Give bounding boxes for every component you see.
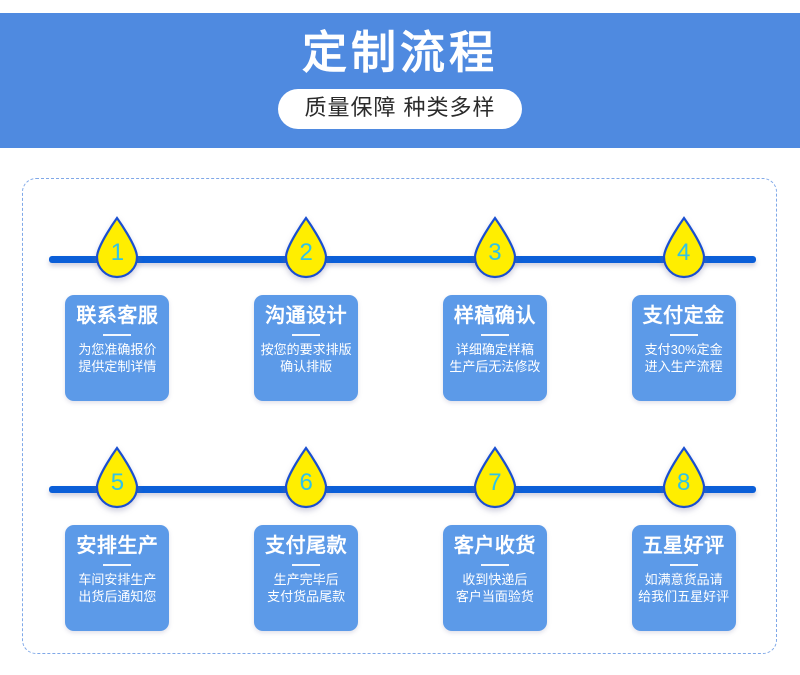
teardrop-marker-icon: 5 xyxy=(94,446,140,510)
step-card-line-1: 如满意货品请 xyxy=(644,572,723,587)
step-card[interactable]: 客户收货 收到快递后 客户当面验货 xyxy=(442,525,547,631)
step-card-line-2: 出货后通知您 xyxy=(78,589,157,604)
step-card-line-2: 进入生产流程 xyxy=(644,359,723,374)
teardrop-marker-icon: 3 xyxy=(472,216,518,280)
step-number: 6 xyxy=(299,469,313,496)
timeline-rail xyxy=(49,256,756,263)
step-number: 4 xyxy=(676,239,691,266)
step-card-line-2: 给我们五星好评 xyxy=(638,589,730,604)
step-card-line-1: 支付30%定金 xyxy=(644,342,723,357)
step-card-divider xyxy=(669,334,698,336)
teardrop-marker-icon: 4 xyxy=(661,216,707,280)
steps-group-row-1: 1 联系客服 为您准确报价 提供定制详情 2 沟通设计 xyxy=(23,201,778,401)
step-card[interactable]: 五星好评 如满意货品请 给我们五星好评 xyxy=(631,525,736,631)
step-card-title: 支付定金 xyxy=(642,305,725,327)
step-card-line-2: 生产后无法修改 xyxy=(449,359,541,374)
step-card-title: 联系客服 xyxy=(76,305,159,327)
step-card-line-1: 按您的要求排版 xyxy=(260,342,352,357)
step-card-divider xyxy=(480,334,509,336)
step-card-line-2: 支付货品尾款 xyxy=(267,589,346,604)
flow-container: 1 联系客服 为您准确报价 提供定制详情 2 沟通设计 xyxy=(22,178,777,654)
flow-step-5[interactable]: 5 安排生产 车间安排生产 出货后通知您 xyxy=(23,431,212,631)
step-card-line-1: 车间安排生产 xyxy=(78,572,157,587)
step-card-title: 五星好评 xyxy=(642,535,725,557)
step-card[interactable]: 安排生产 车间安排生产 出货后通知您 xyxy=(65,525,170,631)
flow-row-2: 5 安排生产 车间安排生产 出货后通知您 6 支付尾款 xyxy=(23,431,778,631)
page-title: 定制流程 xyxy=(301,27,498,78)
step-card-line-2: 确认排版 xyxy=(280,359,333,374)
step-card-title: 客户收货 xyxy=(453,535,536,557)
flow-step-2[interactable]: 2 沟通设计 按您的要求排版 确认排版 xyxy=(212,201,401,401)
timeline-rail xyxy=(49,486,756,493)
step-card[interactable]: 样稿确认 详细确定样稿 生产后无法修改 xyxy=(442,295,547,401)
teardrop-marker-icon: 2 xyxy=(283,216,329,280)
steps-group-row-2: 5 安排生产 车间安排生产 出货后通知您 6 支付尾款 xyxy=(23,431,778,631)
step-card-divider xyxy=(669,564,698,566)
step-card-divider xyxy=(103,564,132,566)
step-card-line-2: 提供定制详情 xyxy=(78,359,157,374)
flow-row-1: 1 联系客服 为您准确报价 提供定制详情 2 沟通设计 xyxy=(23,201,778,401)
flow-step-3[interactable]: 3 样稿确认 详细确定样稿 生产后无法修改 xyxy=(401,201,590,401)
flow-step-4[interactable]: 4 支付定金 支付30%定金 进入生产流程 xyxy=(589,201,778,401)
step-card[interactable]: 联系客服 为您准确报价 提供定制详情 xyxy=(65,295,170,401)
step-number: 3 xyxy=(488,239,502,266)
step-card-line-1: 生产完毕后 xyxy=(273,572,339,587)
step-card[interactable]: 支付定金 支付30%定金 进入生产流程 xyxy=(631,295,736,401)
teardrop-marker-icon: 7 xyxy=(472,446,518,510)
step-card-divider xyxy=(103,334,132,336)
teardrop-marker-icon: 8 xyxy=(661,446,707,510)
step-card-line-2: 客户当面验货 xyxy=(455,589,534,604)
step-card-title: 沟通设计 xyxy=(265,305,348,327)
step-card-title: 支付尾款 xyxy=(265,535,348,557)
step-card-title: 样稿确认 xyxy=(453,305,536,327)
flow-step-6[interactable]: 6 支付尾款 生产完毕后 支付货品尾款 xyxy=(212,431,401,631)
flow-step-7[interactable]: 7 客户收货 收到快递后 客户当面验货 xyxy=(401,431,590,631)
teardrop-marker-icon: 1 xyxy=(94,216,140,280)
step-number: 7 xyxy=(488,469,502,496)
header-banner: 定制流程 质量保障 种类多样 xyxy=(0,13,800,148)
teardrop-marker-icon: 6 xyxy=(283,446,329,510)
header-subtitle-pill: 质量保障 种类多样 xyxy=(278,89,522,129)
step-card-divider xyxy=(292,564,321,566)
step-card-line-1: 为您准确报价 xyxy=(78,342,157,357)
step-card-title: 安排生产 xyxy=(76,535,159,557)
step-card-line-1: 收到快递后 xyxy=(462,572,528,587)
step-number: 8 xyxy=(676,469,691,496)
step-card[interactable]: 沟通设计 按您的要求排版 确认排版 xyxy=(254,295,359,401)
step-number: 5 xyxy=(110,469,125,496)
step-card-divider xyxy=(292,334,321,336)
step-card-line-1: 详细确定样稿 xyxy=(455,342,534,357)
flow-step-8[interactable]: 8 五星好评 如满意货品请 给我们五星好评 xyxy=(589,431,778,631)
step-number: 2 xyxy=(299,239,313,266)
step-card-divider xyxy=(480,564,509,566)
step-number: 1 xyxy=(110,239,125,266)
flow-step-1[interactable]: 1 联系客服 为您准确报价 提供定制详情 xyxy=(23,201,212,401)
step-card[interactable]: 支付尾款 生产完毕后 支付货品尾款 xyxy=(254,525,359,631)
